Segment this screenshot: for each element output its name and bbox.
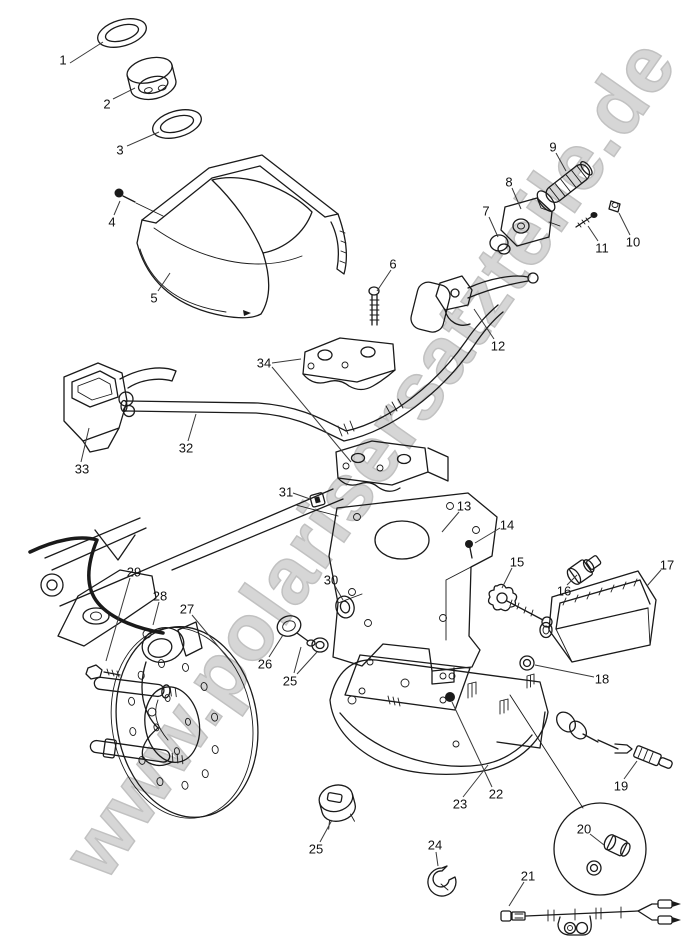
part-34-lower-clamp [335, 440, 449, 492]
leader-line-6 [376, 269, 392, 292]
part-14-screw [465, 540, 473, 559]
part-29-bolt [85, 664, 121, 680]
leader-line-34 [271, 358, 302, 364]
leader-line-17 [646, 569, 662, 587]
part-22-screw [445, 692, 584, 809]
part-18-o-ring [519, 655, 535, 671]
part-27-brake-disc [110, 626, 259, 819]
part-24-clamp [427, 865, 457, 897]
leader-line-33 [80, 427, 90, 463]
leader-line-34 [271, 366, 352, 463]
part-17-headlight [539, 570, 657, 663]
part-16-bulb-socket [566, 555, 602, 585]
leader-line-18 [534, 664, 595, 678]
part-32-handlebar [120, 304, 504, 442]
leader-line-24 [435, 851, 439, 867]
part-33-master-cylinder [63, 362, 177, 453]
spindle-arm-assembly [28, 517, 165, 647]
leader-line-4 [113, 200, 121, 216]
steering-column [59, 488, 344, 607]
part-19-choke-cable [555, 711, 673, 769]
part-21-wiring-harness [500, 899, 681, 936]
part-28-brake-caliper [141, 621, 203, 767]
part-11-screw [575, 212, 598, 228]
part-30-grommet [335, 595, 355, 619]
leader-line-2 [112, 87, 136, 100]
part-4-screw [114, 188, 164, 217]
leader-line-16 [566, 574, 578, 586]
leader-line-15 [501, 567, 513, 589]
leader-line-9 [555, 152, 567, 172]
leader-line-21 [508, 881, 525, 907]
part-25-ignition-switch [318, 784, 356, 830]
part-12-brake-lever [410, 272, 539, 333]
leader-line-12 [473, 308, 495, 340]
leader-line-1 [69, 41, 104, 64]
leader-line-31 [292, 492, 311, 500]
leader-line-14 [474, 527, 501, 544]
part-2-gauge-adapter [126, 56, 177, 101]
part-5-headlight-pod [136, 154, 348, 319]
leader-line-25 [296, 651, 318, 675]
part-34-upper-clamp [302, 337, 396, 391]
part-25-grommet [311, 637, 329, 653]
leader-line-11 [587, 225, 599, 242]
part-23-console [329, 654, 549, 775]
part-7-washer [489, 234, 511, 255]
part-13-support-bracket [328, 492, 498, 685]
part-26-switch [276, 615, 316, 647]
leader-line-10 [618, 212, 631, 236]
leader-line-32 [187, 413, 197, 442]
leader-line-30 [334, 585, 344, 601]
leader-line-25 [293, 646, 302, 674]
leader-line-3 [126, 131, 160, 147]
part-1-gauge-ring [97, 18, 147, 48]
leader-line-22 [451, 701, 493, 788]
leader-line-28 [152, 601, 160, 626]
part-6-screw [368, 286, 380, 326]
leader-line-26 [268, 634, 284, 658]
part-9-handlebar-grip [536, 160, 593, 212]
part-31-clip [295, 492, 339, 517]
leader-line-19 [623, 760, 638, 780]
leader-line-27 [191, 614, 233, 664]
leader-line-5 [157, 272, 171, 292]
axle-pins [89, 676, 184, 765]
leader-line-25 [319, 819, 333, 843]
part-10-bolt [608, 200, 621, 213]
leader-lines [69, 41, 662, 907]
leader-line-20 [589, 833, 605, 846]
part-15-adjuster-knob [487, 583, 553, 628]
leader-line-13 [441, 511, 460, 533]
part-8-throttle-block [500, 197, 561, 247]
part-20-detail-circle [553, 802, 647, 896]
leader-line-7 [488, 216, 499, 238]
leader-line-23 [462, 764, 489, 798]
part-3-gauge-ring [152, 109, 202, 139]
leader-line-29 [105, 577, 131, 662]
leader-line-8 [511, 187, 522, 210]
